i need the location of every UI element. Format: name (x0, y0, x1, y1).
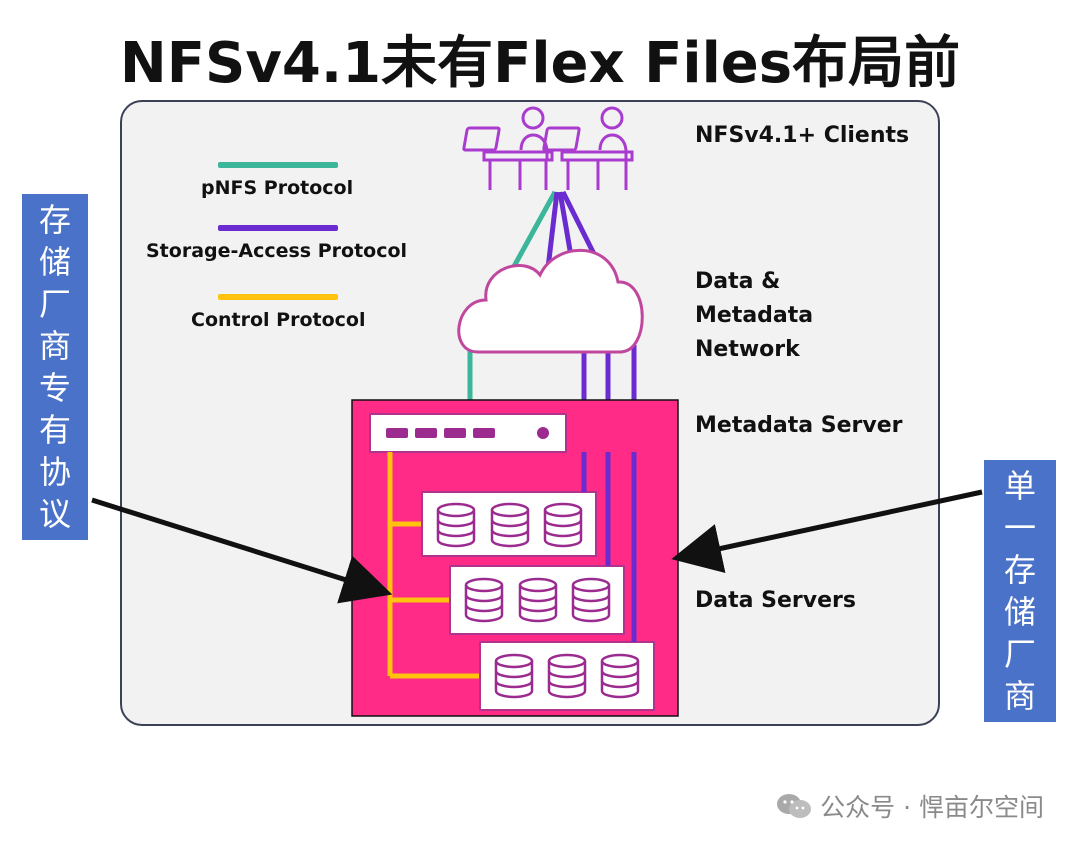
callout-char: 协 (38, 453, 71, 491)
data-server-icon (449, 565, 625, 635)
callout-char: 议 (38, 495, 71, 533)
right-callout-arrow (671, 489, 983, 574)
wechat-icon (777, 794, 812, 818)
cloud-icon (457, 248, 644, 354)
legend-line-storage-access (218, 225, 338, 231)
left-callout-arrow (91, 497, 393, 604)
callout-char: 商 (1003, 677, 1036, 715)
storage-access-drops (581, 452, 637, 642)
network-label-line-1: Data & (695, 269, 781, 294)
callout-char: 一 (1003, 509, 1036, 547)
legend-line-control (218, 294, 338, 300)
watermark-text: 公众号 · 悍亩尔空间 (820, 793, 1044, 822)
proprietary-protocol-callout: 存 储 厂 商 专 有 协 议 (22, 194, 88, 540)
callout-char: 储 (1003, 593, 1036, 631)
callout-char: 存 (38, 201, 71, 239)
data-server-icon (421, 491, 597, 557)
legend-label-control: Control Protocol (191, 309, 366, 331)
network-label-line-2: Metadata (695, 303, 814, 328)
callout-char: 储 (38, 243, 71, 281)
callout-char: 有 (38, 411, 71, 449)
callout-char: 存 (1003, 551, 1036, 589)
page-title: NFSv4.1未有Flex Files布局前 (119, 31, 961, 96)
callout-char: 单 (1003, 467, 1036, 505)
callout-char: 厂 (38, 285, 71, 323)
single-vendor-callout: 单 一 存 储 厂 商 (984, 460, 1056, 722)
metadata-server-icon (369, 413, 567, 453)
legend-label-storage-access: Storage-Access Protocol (146, 240, 408, 262)
data-server-icon (479, 641, 655, 711)
network-label-line-3: Network (695, 337, 800, 362)
data-servers-label: Data Servers (695, 588, 856, 613)
client-icons (462, 106, 634, 190)
watermark: 公众号 · 悍亩尔空间 (776, 788, 1044, 824)
callout-char: 厂 (1003, 635, 1036, 673)
metadata-server-label: Metadata Server (695, 413, 903, 438)
client-user-icon (462, 106, 554, 190)
legend-line-pnfs (218, 162, 338, 168)
callout-char: 商 (38, 327, 71, 365)
legend-label-pnfs: pNFS Protocol (201, 177, 354, 199)
callout-char: 专 (38, 369, 71, 407)
client-user-icon (542, 106, 634, 190)
clients-label: NFSv4.1+ Clients (695, 123, 910, 148)
